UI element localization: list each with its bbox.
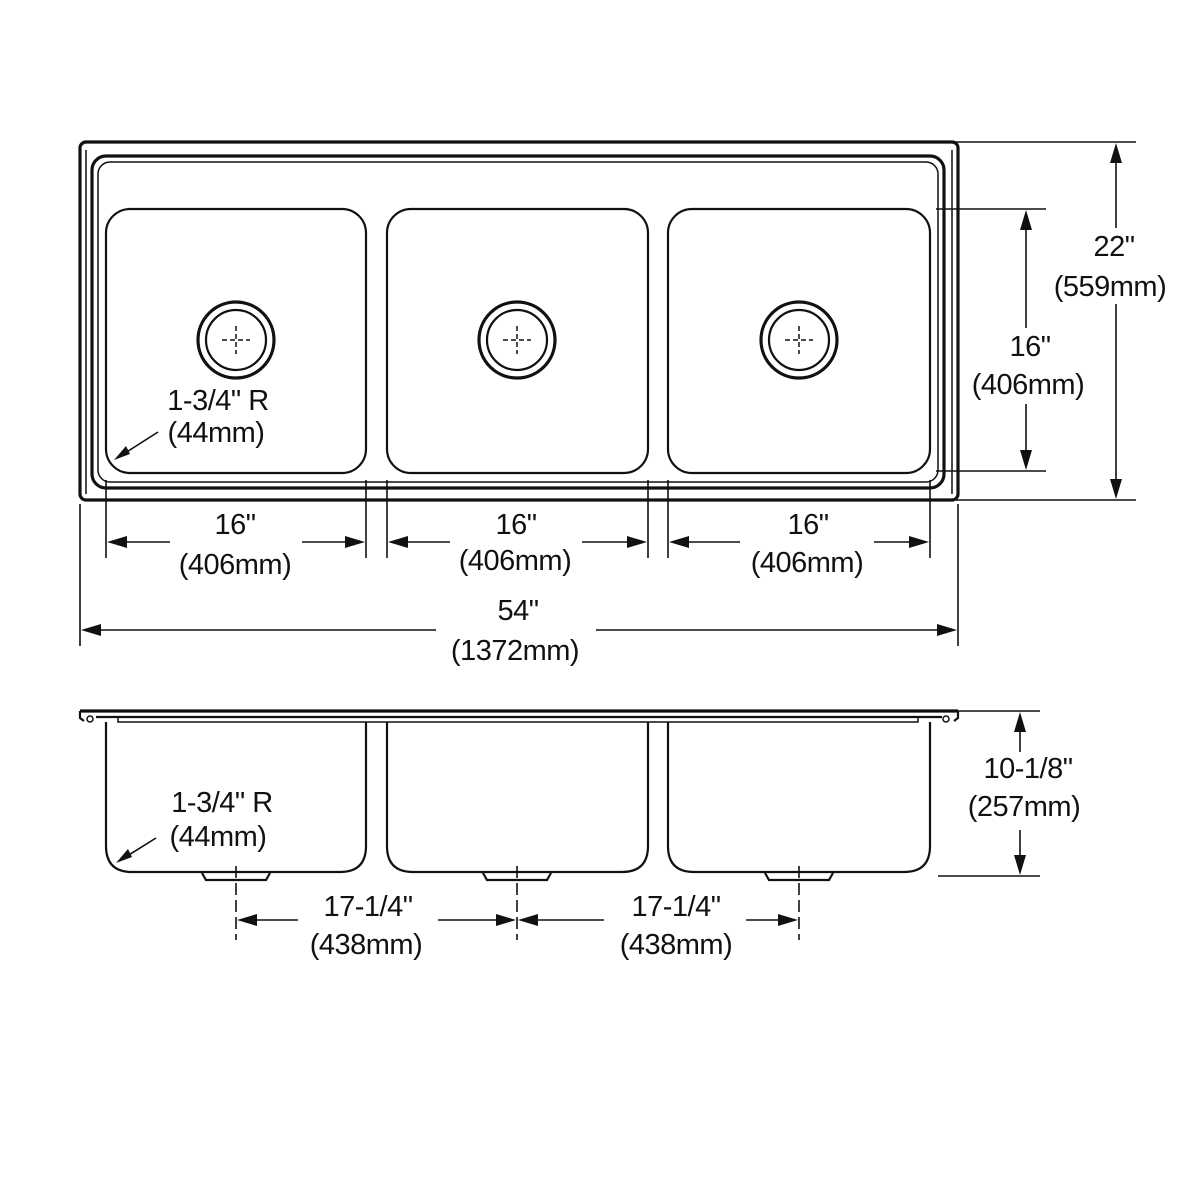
top-radius-mm: (44mm)	[168, 417, 265, 449]
drain-left	[196, 300, 276, 380]
bowl-width-center-mm: (406mm)	[459, 545, 572, 577]
front-drain-right	[764, 872, 834, 882]
front-view: 1-3/4" R (44mm) 10-1/8" (257mm) 17-1/4" …	[78, 709, 1090, 966]
front-radius-mm: (44mm)	[170, 821, 267, 853]
bowl-depth-mm: (406mm)	[972, 369, 1085, 401]
dim-drain-spacing-left: 17-1/4" (438mm)	[237, 890, 516, 966]
bowl-depth-inch: 16"	[1009, 331, 1050, 363]
bowl-width-center-inch: 16"	[495, 509, 536, 541]
dim-bowl-height: 10-1/8" (257mm)	[938, 710, 1090, 877]
sink-deck-inner	[90, 154, 946, 490]
front-drain-left	[201, 872, 271, 882]
dim-bowl-width-right: 16" (406mm)	[669, 508, 929, 580]
bowl-width-right-inch: 16"	[787, 509, 828, 541]
sink-deck-inner-edge	[97, 161, 939, 483]
overall-depth-inch: 22"	[1093, 231, 1134, 263]
flange-lip	[117, 716, 919, 723]
sink-outer-rim	[78, 140, 960, 502]
dim-bowl-width-left: 16" (406mm)	[107, 508, 365, 581]
drain-spacing-right-inch: 17-1/4"	[631, 891, 720, 923]
overall-width-inch: 54"	[497, 595, 538, 627]
front-drain-center	[482, 872, 552, 882]
top-view: 1-3/4" R (44mm) 22" (559mm) 16" (406mm)	[78, 140, 1176, 668]
bowl-height-inch: 10-1/8"	[983, 753, 1072, 785]
mounting-clip-right	[942, 711, 960, 723]
drain-spacing-left-inch: 17-1/4"	[323, 891, 412, 923]
top-radius-callout: 1-3/4" R (44mm)	[114, 385, 269, 460]
drain-spacing-left-mm: (438mm)	[310, 929, 423, 961]
front-bowl-center	[385, 722, 650, 874]
dim-bowl-width-center: 16" (406mm)	[388, 508, 647, 580]
drain-right	[759, 300, 839, 380]
bowl-height-mm: (257mm)	[968, 791, 1081, 823]
dim-overall-depth: 22" (559mm)	[944, 141, 1176, 501]
drain-center	[477, 300, 557, 380]
drain-spacing-right-mm: (438mm)	[620, 929, 733, 961]
dim-drain-spacing-right: 17-1/4" (438mm)	[518, 890, 798, 966]
top-radius-inch: 1-3/4" R	[167, 385, 268, 417]
front-bowl-right	[666, 722, 932, 874]
dim-bowl-depth: 16" (406mm)	[936, 208, 1092, 472]
overall-depth-mm: (559mm)	[1054, 271, 1167, 303]
front-radius-inch: 1-3/4" R	[171, 787, 272, 819]
overall-width-mm: (1372mm)	[451, 635, 579, 667]
bowl-width-left-inch: 16"	[214, 509, 255, 541]
mounting-clip-left	[78, 711, 94, 723]
bowl-width-right-mm: (406mm)	[751, 547, 864, 579]
dim-overall-width: 54" (1372mm)	[79, 504, 959, 668]
bowl-width-left-mm: (406mm)	[179, 549, 292, 581]
bowl-right	[666, 207, 932, 475]
bowl-center	[385, 207, 650, 475]
front-radius-callout: 1-3/4" R (44mm)	[116, 787, 273, 863]
bowl-left	[104, 207, 368, 475]
